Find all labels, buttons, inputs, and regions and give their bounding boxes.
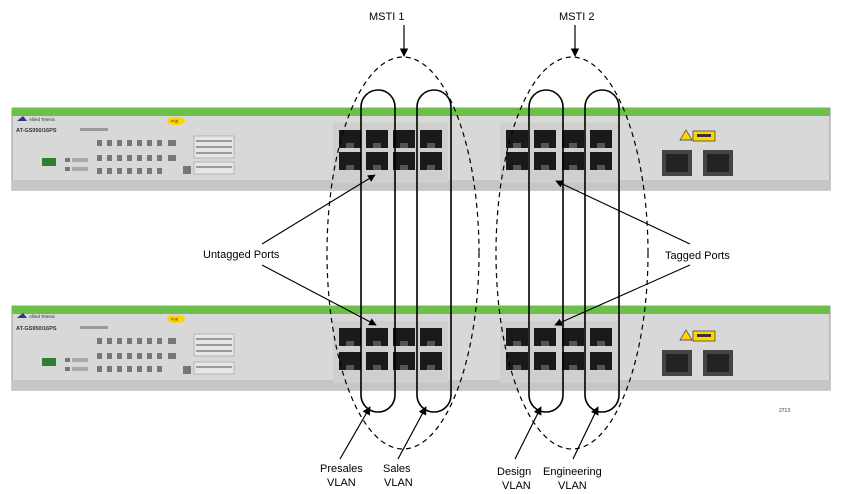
untagged-arrow-bottom — [261, 264, 377, 326]
switch-bottom-poe-badge: PoE — [167, 315, 185, 323]
switch-top-logo: Allied Telesis — [17, 116, 56, 122]
switch-top-model: AT-GS950/16PS — [16, 128, 57, 134]
switch-bottom-port-8 — [420, 352, 442, 370]
switch-top-port-4 — [420, 130, 442, 148]
switch-top-warning-icon — [679, 129, 716, 142]
switch-bottom-port-11 — [562, 328, 584, 346]
switch-bottom-port-group-2 — [500, 321, 618, 383]
switch-bottom-port-3 — [393, 328, 415, 346]
switch-top-poe-badge: PoE — [167, 117, 185, 125]
switch-bottom-port-12 — [590, 328, 612, 346]
switch-top-sfp-slots — [662, 150, 733, 176]
switch-top-led-panel — [42, 135, 235, 175]
design-vlan-loop — [528, 89, 564, 413]
sales-vlan-arrow — [397, 406, 427, 460]
switch-top-port-1 — [339, 130, 361, 148]
switch-top-port-5 — [339, 152, 361, 170]
switch-top-port-13 — [506, 152, 528, 170]
tagged-arrow-bottom — [554, 264, 691, 326]
design-vlan-arrow — [514, 406, 542, 460]
switch-top-port-group-2 — [500, 123, 618, 183]
switch-top-port-12 — [590, 130, 612, 148]
switch-bottom-warning-icon — [679, 329, 716, 342]
switch-bottom-port-7 — [393, 352, 415, 370]
switch-bottom-port-2 — [366, 328, 388, 346]
sales-vlan-loop — [416, 89, 452, 413]
tagged-ports-label: Tagged Ports — [665, 250, 730, 262]
switch-bottom-model: AT-GS950/16PS — [16, 326, 57, 332]
switch-top-port-16 — [590, 152, 612, 170]
design-vlan-label-line2: VLAN — [502, 480, 531, 492]
switch-top-port-2 — [366, 130, 388, 148]
tagged-arrow-top — [555, 180, 691, 245]
switch-bottom: Allied Telesis AT-GS950/16PS PoE — [11, 305, 831, 391]
switch-bottom-port-4 — [420, 328, 442, 346]
engineering-vlan-arrow — [572, 406, 599, 460]
svg-text:PoE: PoE — [171, 317, 179, 322]
switch-top-brand: Allied Telesis — [29, 117, 56, 122]
switch-top-port-10 — [534, 130, 556, 148]
switch-bottom-port-group-1 — [333, 321, 448, 383]
switch-bottom-green-stripe — [12, 306, 830, 314]
switch-top-port-group-1 — [333, 123, 448, 183]
switch-bottom-port-14 — [534, 352, 556, 370]
switch-bottom-port-15 — [562, 352, 584, 370]
msti1-ellipse — [326, 56, 480, 450]
switch-top-port-3 — [393, 130, 415, 148]
switch-bottom-port-16 — [590, 352, 612, 370]
switch-bottom-sfp-slots — [662, 350, 733, 376]
switch-top: Allied Telesis AT-GS950/16PS PoE — [11, 107, 831, 191]
switch-bottom-port-1 — [339, 328, 361, 346]
switch-bottom-port-6 — [366, 352, 388, 370]
switch-bottom-usb-icon — [42, 358, 56, 366]
design-vlan-label-line1: Design — [497, 466, 531, 478]
switch-bottom-led-panel — [42, 333, 235, 375]
switch-bottom-logo: Allied Telesis — [17, 313, 56, 319]
switch-top-port-6 — [366, 152, 388, 170]
engineering-vlan-label-line2: VLAN — [558, 480, 587, 492]
sales-vlan-label-line2: VLAN — [384, 477, 413, 489]
presales-vlan-loop — [360, 89, 396, 413]
switch-top-port-8 — [420, 152, 442, 170]
switch-bottom-port-9 — [506, 328, 528, 346]
switch-top-port-14 — [534, 152, 556, 170]
engineering-vlan-loop — [584, 89, 620, 413]
switch-top-green-stripe — [12, 108, 830, 116]
switch-top-port-11 — [562, 130, 584, 148]
switch-bottom-port-5 — [339, 352, 361, 370]
svg-text:PoE: PoE — [171, 119, 179, 124]
switch-top-port-7 — [393, 152, 415, 170]
untagged-ports-label: Untagged Ports — [203, 249, 280, 261]
figure-number: 2713 — [779, 408, 790, 414]
presales-vlan-label-line2: VLAN — [327, 477, 356, 489]
switch-top-port-15 — [562, 152, 584, 170]
untagged-arrow-top — [261, 174, 376, 245]
presales-vlan-label-line1: Presales — [320, 463, 363, 475]
msti2-ellipse — [495, 56, 649, 450]
switch-top-usb-icon — [42, 158, 56, 166]
sales-vlan-label-line1: Sales — [383, 463, 411, 475]
switch-bottom-brand: Allied Telesis — [29, 314, 56, 319]
msti2-label: MSTI 2 — [559, 11, 594, 23]
engineering-vlan-label-line1: Engineering — [543, 466, 602, 478]
switch-bottom-port-13 — [506, 352, 528, 370]
msti1-label: MSTI 1 — [369, 11, 404, 23]
presales-vlan-arrow — [339, 406, 371, 460]
switch-top-port-9 — [506, 130, 528, 148]
switch-bottom-port-10 — [534, 328, 556, 346]
